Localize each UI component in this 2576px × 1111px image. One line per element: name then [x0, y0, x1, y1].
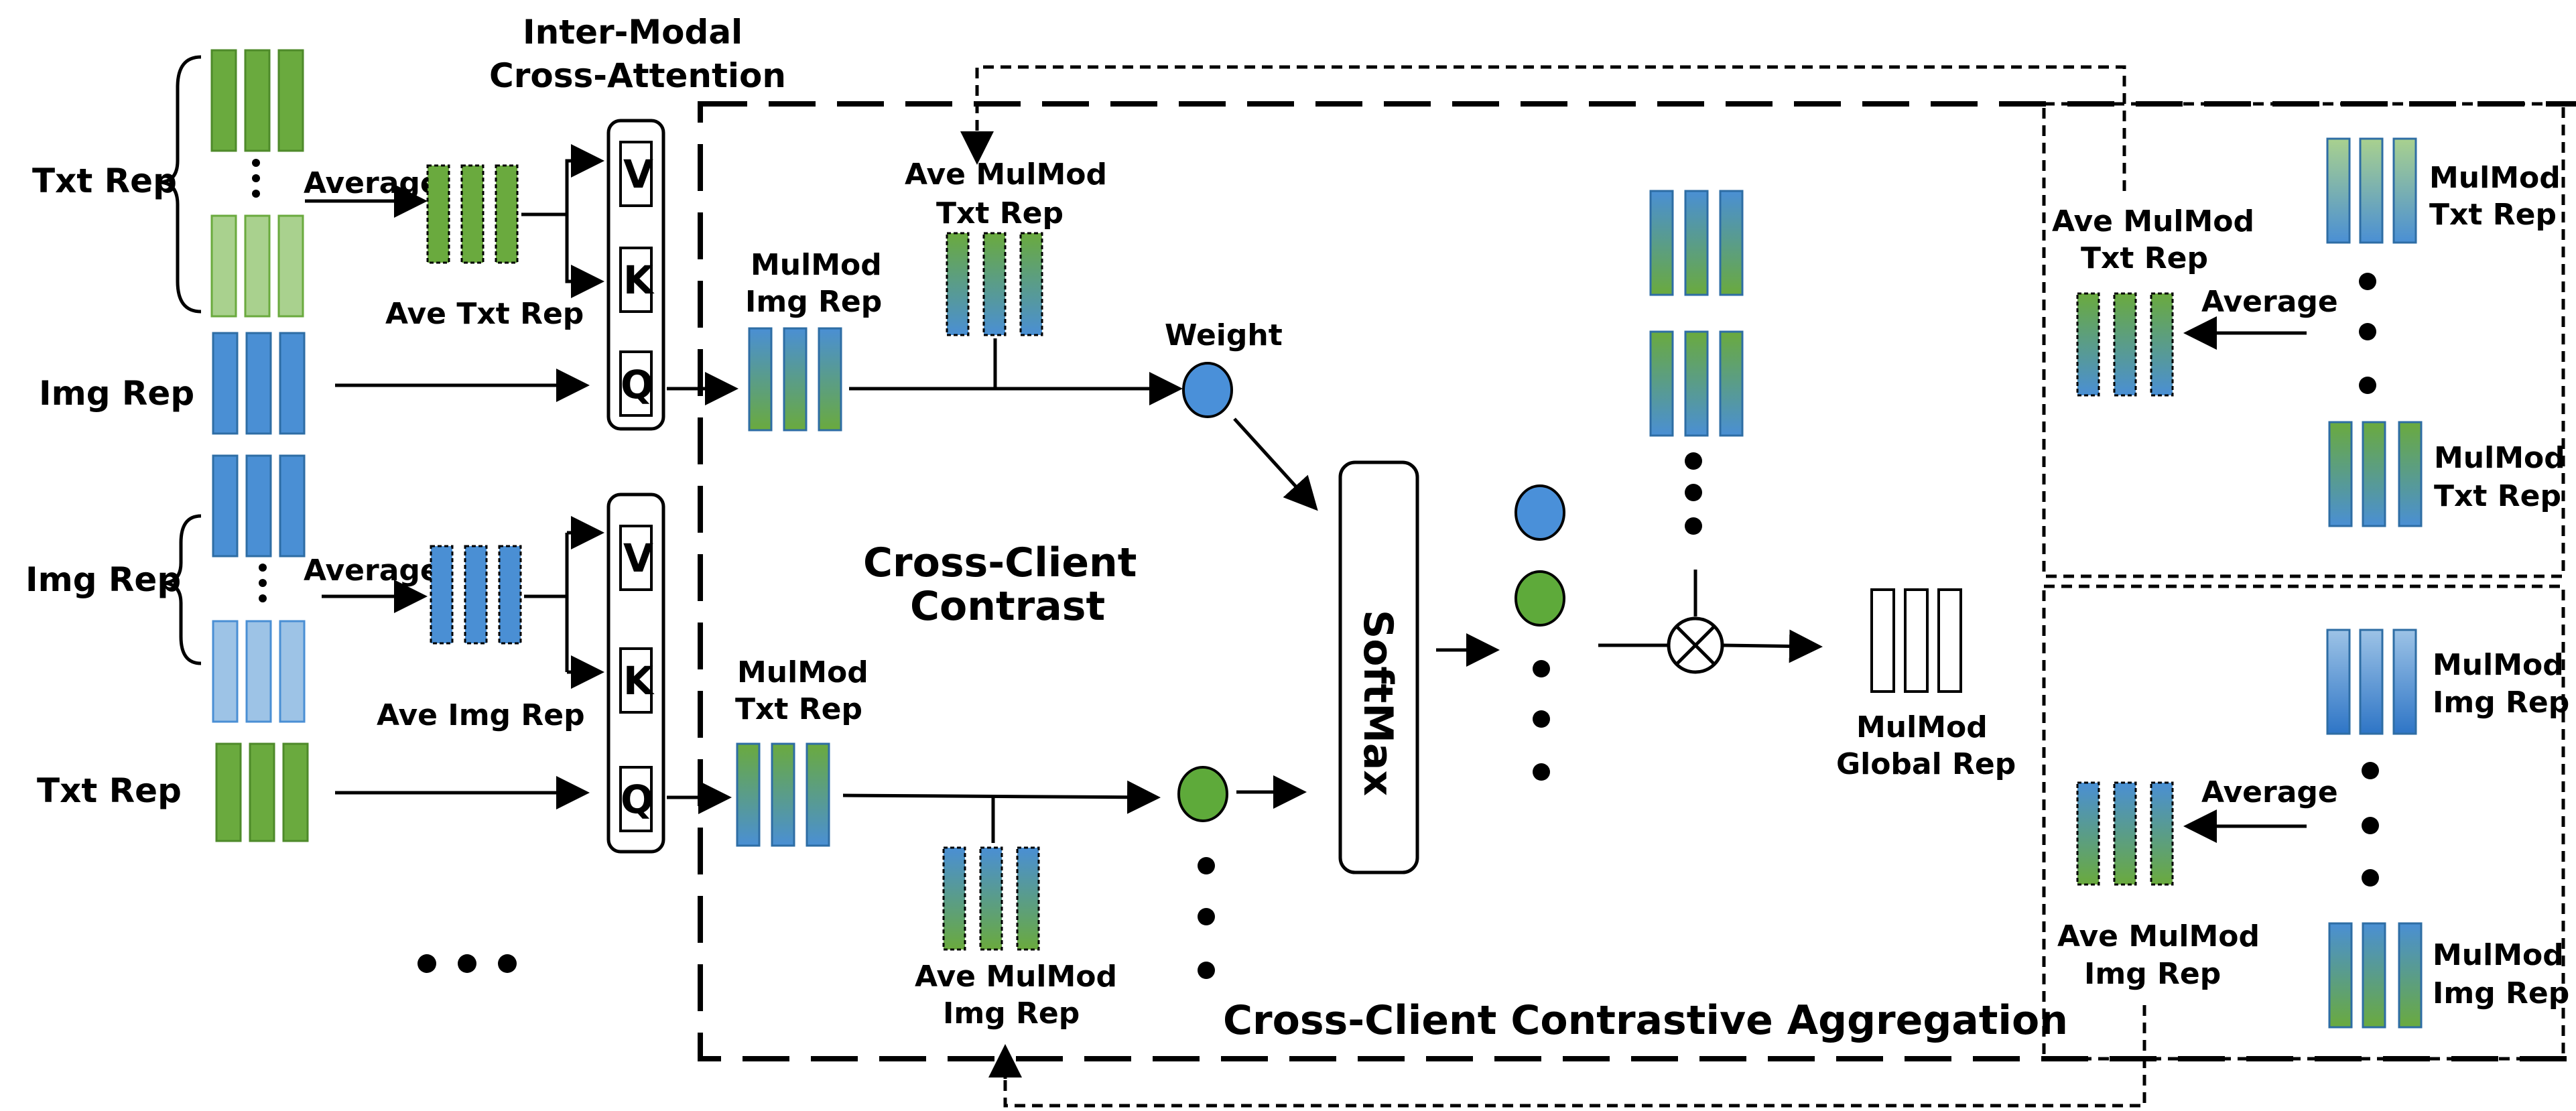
softmax-block	[1338, 460, 1419, 874]
branch-lower-vk	[524, 533, 569, 672]
txt-rep-bottom-stack	[215, 742, 309, 842]
weight-node-green	[1177, 766, 1228, 822]
right-mulmod-img-a-stack	[2326, 629, 2417, 735]
v-bottom-label: V	[623, 535, 653, 581]
ave-img-rep-stack	[430, 545, 522, 645]
norm-weight-blue	[1515, 484, 1565, 541]
norm-weight-green	[1515, 570, 1565, 627]
ave-mulmod-img-rep-label-1: Ave MulMod	[915, 960, 1117, 994]
right-mulmod-txt-a-label-1: MulMod	[2429, 161, 2561, 195]
right-ave-mulmod-img-label-1: Ave MulMod	[2057, 919, 2260, 954]
ave-mulmod-img-rep-label-2: Img Rep	[943, 996, 1080, 1031]
k-top-label: K	[623, 257, 655, 303]
right-mulmod-txt-b-label-2: Txt Rep	[2434, 479, 2561, 513]
right-mulmod-img-b-label-1: MulMod	[2433, 938, 2564, 972]
right-ave-mulmod-img-label-2: Img Rep	[2084, 957, 2221, 991]
right-top-ellipsis	[2359, 273, 2376, 394]
img-rep-lower-stack	[212, 454, 306, 723]
mulmod-img-rep-label-2: Img Rep	[745, 285, 882, 319]
v-top-label: V	[623, 151, 653, 197]
mulmod-reps-column	[1649, 190, 1744, 535]
txt-rep-top-brace	[160, 55, 202, 314]
q-bottom-label: Q	[621, 777, 653, 822]
txt-rep-top-label: Txt Rep	[32, 161, 177, 200]
right-bottom-region	[2042, 584, 2565, 1061]
inter-modal-title-line1: Inter-Modal	[523, 13, 743, 52]
mulmod-global-rep-stack	[1870, 588, 1962, 693]
q-top-label: Q	[621, 362, 653, 407]
mulmod-global-rep-label-1: MulMod	[1856, 710, 1988, 744]
right-mulmod-img-b-stack	[2328, 922, 2423, 1029]
txt-rep-top-stack	[210, 49, 304, 318]
mulmod-txt-rep-label-2: Txt Rep	[735, 692, 862, 726]
right-ave-mulmod-img-stack	[2076, 781, 2174, 886]
right-mulmod-img-a-label-1: MulMod	[2433, 648, 2564, 682]
ave-mulmod-img-rep-stack	[942, 846, 1040, 951]
branch-top-vk	[521, 159, 596, 283]
ave-mulmod-txt-rep-label-2: Txt Rep	[936, 196, 1064, 231]
right-top-region	[2042, 102, 2565, 578]
txt-rep-bottom-label: Txt Rep	[37, 771, 182, 810]
more-clients-ellipsis	[417, 954, 517, 973]
right-ave-mulmod-txt-label-1: Ave MulMod	[2052, 204, 2254, 239]
img-rep-lower-brace	[164, 514, 202, 665]
ave-mulmod-txt-rep-label-1: Ave MulMod	[905, 157, 1107, 192]
right-average-top-label: Average	[2201, 285, 2338, 319]
arrow-weight-to-softmax	[1233, 417, 1318, 511]
aggregation-region	[698, 101, 2576, 1061]
right-mulmod-txt-a-label-2: Txt Rep	[2429, 198, 2557, 232]
arrow-multiply-to-global	[1723, 629, 1823, 663]
ave-mulmod-txt-rep-stack	[946, 232, 1043, 336]
weight-node-blue	[1182, 362, 1233, 418]
softmax-label: SoftMax	[1354, 610, 1401, 796]
cross-client-contrast-line2: Contrast	[910, 583, 1105, 630]
ave-txt-rep-label: Ave Txt Rep	[385, 297, 584, 331]
ave-txt-rep-stack	[426, 164, 519, 264]
ave-img-rep-label: Ave Img Rep	[377, 698, 585, 732]
inter-modal-title-line2: Cross-Attention	[489, 56, 786, 95]
mulmod-img-rep-stack	[748, 327, 842, 432]
img-rep-mid-stack	[212, 332, 306, 435]
img-rep-mid-label: Img Rep	[39, 374, 194, 413]
cross-client-contrast-line1: Cross-Client	[863, 539, 1137, 586]
weights-ellipsis	[1198, 857, 1215, 979]
aggregation-title: Cross-Client Contrastive Aggregation	[1223, 997, 2068, 1044]
right-mulmod-img-b-label-2: Img Rep	[2433, 976, 2569, 1010]
mulmod-global-rep-label-2: Global Rep	[1836, 747, 2016, 781]
mulmod-txt-rep-stack	[736, 742, 830, 847]
right-average-bottom-label: Average	[2201, 775, 2338, 809]
right-ave-mulmod-txt-label-2: Txt Rep	[2081, 241, 2208, 275]
right-mulmod-img-a-label-2: Img Rep	[2433, 685, 2569, 720]
average-top-label: Average	[304, 166, 440, 200]
arrow-txt-to-node	[842, 780, 1161, 814]
average-lower-label: Average	[304, 553, 440, 588]
right-mulmod-txt-a-stack	[2326, 137, 2417, 244]
right-ave-mulmod-txt-stack	[2076, 292, 2174, 397]
mulmod-txt-rep-label-1: MulMod	[737, 655, 868, 690]
weight-label: Weight	[1165, 318, 1283, 352]
img-rep-lower-label: Img Rep	[25, 560, 181, 599]
multiply-node	[1667, 616, 1724, 674]
right-mulmod-txt-b-label-1: MulMod	[2434, 441, 2565, 475]
norm-weights-ellipsis	[1533, 660, 1550, 781]
feedback-txt-dashed	[975, 65, 2126, 191]
mulmod-img-rep-label-1: MulMod	[751, 248, 882, 282]
feedback-img-dashed	[1003, 1005, 2146, 1108]
right-bottom-ellipsis	[2362, 762, 2379, 887]
right-mulmod-txt-b-stack	[2328, 421, 2423, 527]
k-bottom-label: K	[623, 658, 655, 704]
